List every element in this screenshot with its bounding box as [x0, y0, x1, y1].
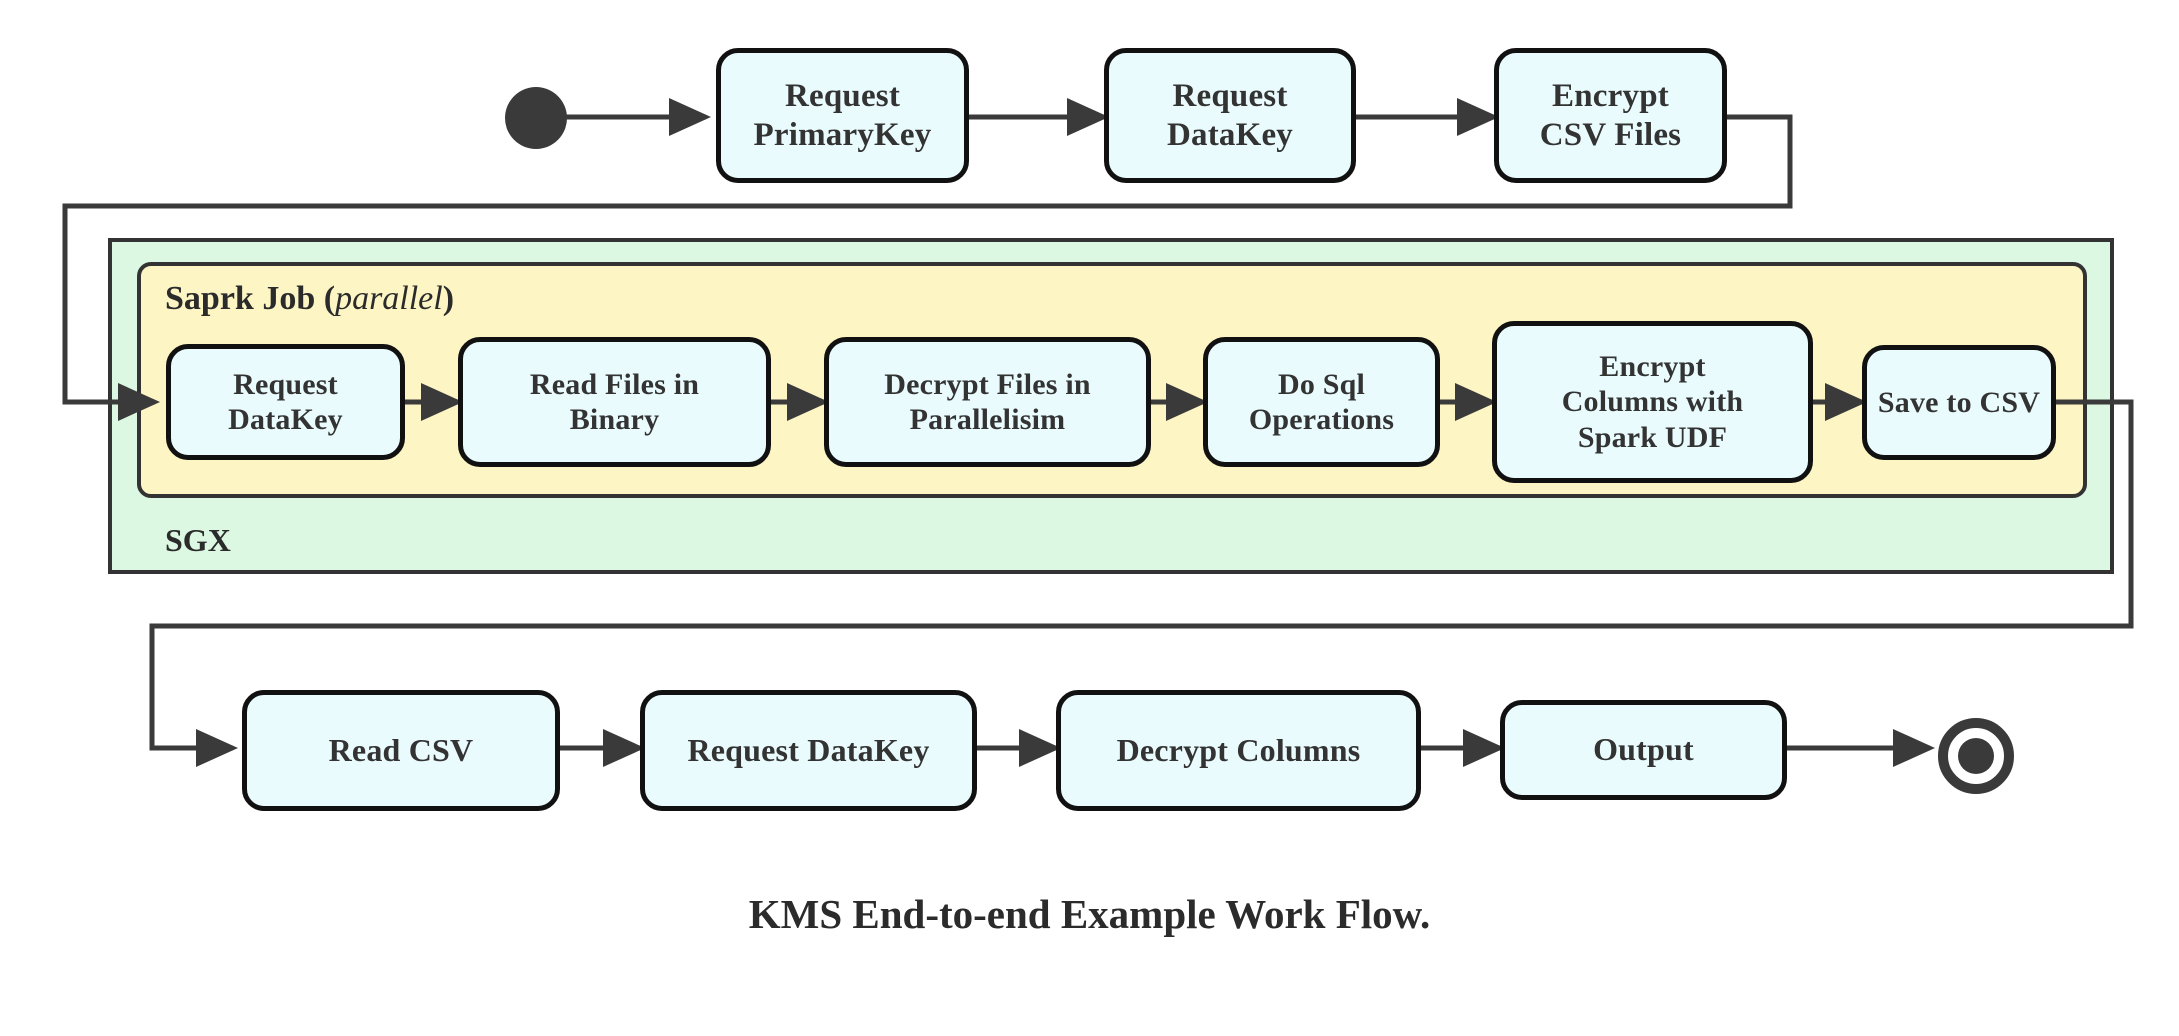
node-line: Request DataKey: [687, 731, 930, 768]
spark-job-label-main: Saprk Job: [165, 280, 316, 317]
node-line: Save to CSV: [1877, 385, 2041, 419]
node-do-sql-operations[interactable]: Do Sql Operations: [1203, 337, 1440, 467]
node-save-to-csv[interactable]: Save to CSV: [1862, 345, 2056, 460]
node-line: Request: [233, 367, 338, 401]
spark-job-label: Saprk Job (parallel): [165, 280, 454, 318]
node-read-files-in-binary[interactable]: Read Files in Binary: [458, 337, 771, 467]
diagram-caption: KMS End-to-end Example Work Flow.: [748, 891, 1431, 937]
node-line: Read Files in: [529, 367, 700, 401]
node-request-datakey-top[interactable]: Request DataKey: [1104, 48, 1356, 183]
node-line: DataKey: [228, 403, 343, 436]
end-node: [1938, 718, 2014, 794]
node-encrypt-csv-files[interactable]: Encrypt CSV Files: [1494, 48, 1727, 183]
node-line: Request: [784, 77, 901, 114]
node-output[interactable]: Output: [1500, 700, 1787, 800]
node-line: Decrypt Files in: [884, 367, 1091, 401]
node-decrypt-columns[interactable]: Decrypt Columns: [1056, 690, 1421, 811]
node-read-csv[interactable]: Read CSV: [242, 690, 560, 811]
node-line: Encrypt: [1599, 349, 1706, 383]
node-line: Read CSV: [328, 731, 474, 768]
node-line: PrimaryKey: [753, 116, 932, 153]
node-line: DataKey: [1166, 116, 1294, 153]
node-decrypt-files-in-parallelisim[interactable]: Decrypt Files in Parallelisim: [824, 337, 1151, 467]
node-line: CSV Files: [1539, 116, 1682, 153]
node-request-datakey-bottom[interactable]: Request DataKey: [640, 690, 977, 811]
node-line: Operations: [1248, 403, 1395, 436]
node-line: Decrypt Columns: [1116, 731, 1361, 768]
sgx-label: SGX: [165, 522, 231, 558]
node-encrypt-columns-with-spark-udf[interactable]: Encrypt Columns with Spark UDF: [1492, 321, 1813, 483]
spark-job-paren-close: ): [442, 280, 455, 317]
node-line: Do Sql: [1277, 367, 1366, 401]
node-line: Columns with: [1561, 385, 1744, 419]
node-line: Binary: [569, 403, 660, 436]
start-node: [505, 87, 567, 149]
node-line: Encrypt: [1552, 77, 1669, 114]
node-line: Parallelisim: [909, 403, 1066, 436]
node-line: Request: [1172, 77, 1288, 114]
edge-save-to-csv-to-read-csv: [149, 399, 2134, 767]
node-request-datakey-spark[interactable]: Request DataKey: [166, 344, 405, 460]
node-line: Output: [1593, 731, 1694, 768]
edge-encrypt-csv-to-request-datakey-spark: [62, 114, 1793, 421]
spark-job-modifier: parallel: [335, 280, 443, 317]
node-line: Spark UDF: [1577, 420, 1728, 454]
spark-job-paren-open: (: [323, 280, 336, 317]
node-request-primarykey[interactable]: Request PrimaryKey: [716, 48, 969, 183]
